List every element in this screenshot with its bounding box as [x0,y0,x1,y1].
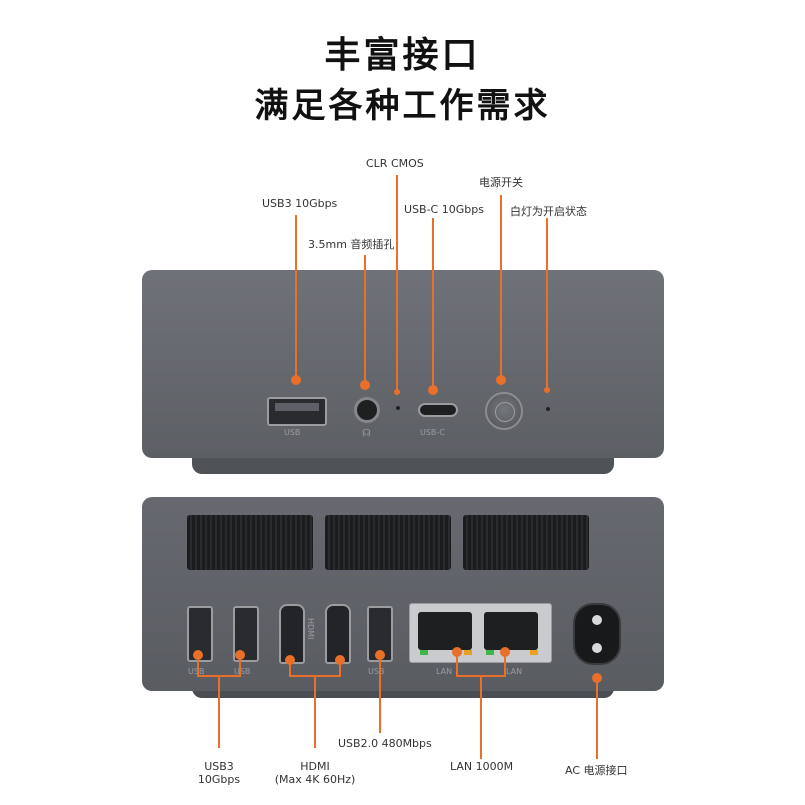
label-ac-power: AC 电源接口 [565,764,628,777]
label-back-usb3-line2: 10Gbps [197,773,241,786]
dot-usb3-1 [193,650,203,660]
ac-inlet [573,603,621,665]
dot-hdmi-1 [285,655,295,665]
vent-center [325,515,451,570]
dot-ac [592,673,602,683]
label-usbc-10gbps: USB-C 10Gbps [404,203,484,216]
ac-pin-bottom [592,643,602,653]
hdmi-print: HDMI [306,618,315,640]
status-led [546,407,550,411]
front-usb3-port [267,397,327,426]
lan-led-orange-2 [530,650,538,655]
label-clr-cmos: CLR CMOS [366,157,424,170]
back-usb3-port-2 [233,606,259,662]
back-usb-print-1: USB [188,667,205,676]
lan-port-2 [484,612,538,650]
vent-right [463,515,589,570]
lan-print-1: LAN [436,667,453,676]
dot-led [544,387,550,393]
lan-print-2: LAN [506,667,523,676]
power-button [485,392,523,430]
label-led-status: 白灯为开启状态 [510,205,587,218]
front-usbc-print: USB-C [420,428,445,437]
dot-usb3-2 [235,650,245,660]
clr-cmos-pinhole [396,406,400,410]
back-usb2-print: USB [368,667,385,676]
headline-line-2: 满足各种工作需求 [254,86,551,126]
label-lan: LAN 1000M [450,760,514,773]
dot-lan-2 [500,647,510,657]
ac-pin-top [592,615,602,625]
lan-led-green-1 [420,650,428,655]
lan-led-orange-1 [464,650,472,655]
headline-line-1: 丰富接口 [324,35,481,76]
label-audio-jack: 3.5mm 音频插孔 [308,238,395,251]
label-hdmi: HDMI (Max 4K 60Hz) [270,760,360,786]
front-usbc-port [418,403,458,417]
dot-front-usb [291,375,301,385]
front-device-body [142,270,664,458]
dot-audio [360,380,370,390]
label-back-usb3-line1: USB3 [204,760,234,773]
lan-port-1 [418,612,472,650]
label-hdmi-line2: (Max 4K 60Hz) [274,773,356,786]
dot-lan-1 [452,647,462,657]
hdmi-port-1 [279,604,305,664]
label-usb3-10gbps: USB3 10Gbps [262,197,338,210]
audio-jack [354,397,380,423]
dot-usb2 [375,650,385,660]
dot-clr [394,389,400,395]
dot-power [496,375,506,385]
vent-left [187,515,313,570]
lan-led-green-2 [486,650,494,655]
front-usb-print: USB [284,428,301,437]
label-hdmi-line1: HDMI [300,760,330,773]
label-back-usb3: USB3 10Gbps [189,760,249,786]
label-power-switch: 电源开关 [479,176,523,189]
headphone-icon: ☊ [362,428,371,439]
label-usb2: USB2.0 480Mbps [338,737,432,750]
dot-usbc [428,385,438,395]
back-usb-print-2: USB [234,667,251,676]
dot-hdmi-2 [335,655,345,665]
